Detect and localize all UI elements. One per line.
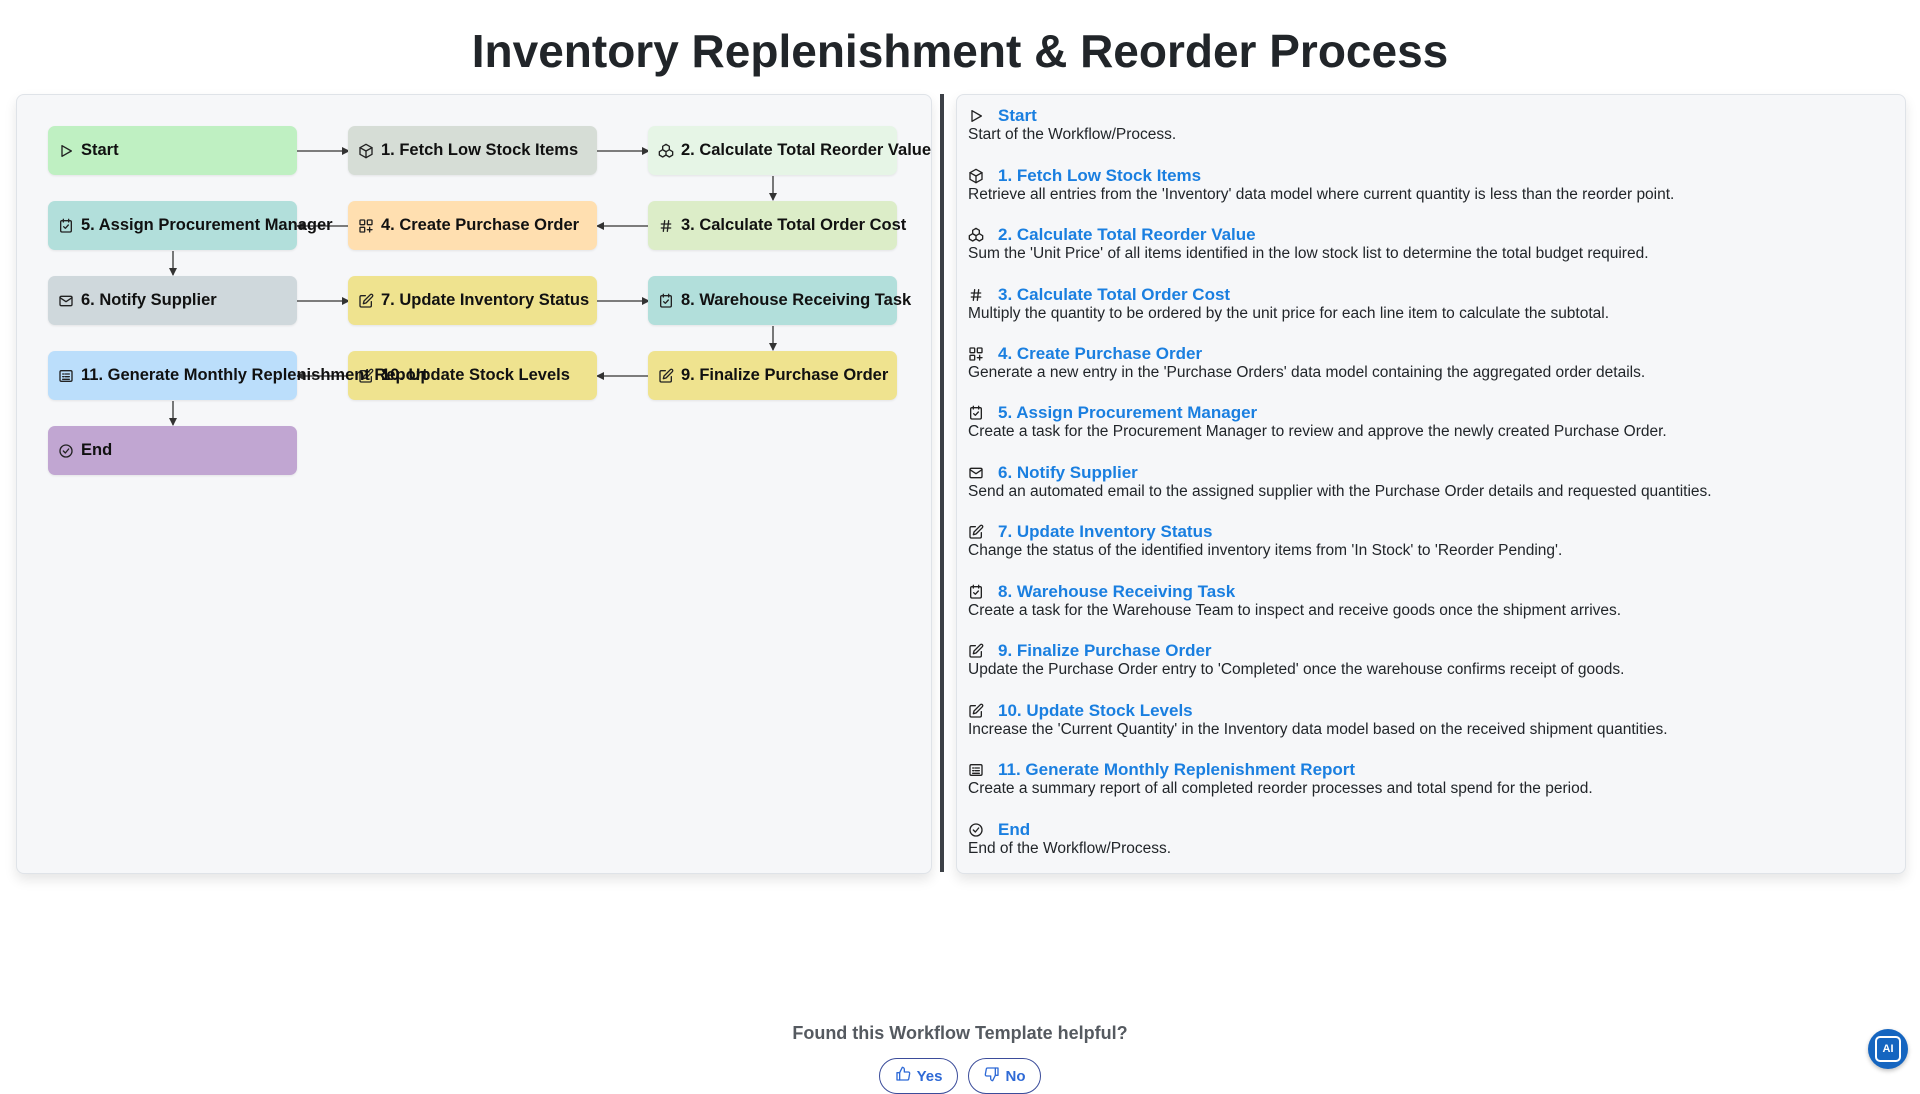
step-description: Sum the 'Unit Price' of all items identi… bbox=[968, 245, 1649, 262]
feedback-yes-button[interactable]: Yes bbox=[879, 1058, 958, 1094]
step-description: Create a summary report of all completed… bbox=[968, 780, 1593, 797]
step-title[interactable]: 6. Notify Supplier bbox=[998, 463, 1138, 482]
step-description: Multiply the quantity to be ordered by t… bbox=[968, 305, 1610, 322]
box-icon bbox=[358, 143, 374, 159]
flow-node-calc-reorder-value[interactable]: 2. Calculate Total Reorder Value bbox=[648, 126, 931, 175]
task-check-icon bbox=[58, 218, 74, 234]
hash-icon bbox=[658, 218, 674, 234]
step-title[interactable]: 7. Update Inventory Status bbox=[998, 522, 1213, 541]
feedback-question: Found this Workflow Template helpful? bbox=[792, 1023, 1128, 1043]
play-icon bbox=[968, 108, 984, 124]
feedback-yes-label: Yes bbox=[916, 1067, 943, 1085]
step-item: End End of the Workflow/Process. bbox=[968, 819, 1888, 858]
step-description: Retrieve all entries from the 'Inventory… bbox=[968, 186, 1675, 203]
flow-connectors bbox=[169, 147, 777, 426]
step-title[interactable]: 3. Calculate Total Order Cost bbox=[998, 285, 1231, 304]
play-icon bbox=[58, 143, 74, 159]
step-title[interactable]: 4. Create Purchase Order bbox=[998, 344, 1203, 363]
step-item: 2. Calculate Total Reorder Value Sum the… bbox=[968, 224, 1888, 263]
step-item: 7. Update Inventory Status Change the st… bbox=[968, 521, 1888, 560]
thumbs-up-icon bbox=[895, 1066, 911, 1086]
grid-plus-icon bbox=[968, 346, 984, 362]
edit-icon bbox=[358, 293, 374, 309]
step-title[interactable]: Start bbox=[998, 106, 1037, 125]
step-item: 9. Finalize Purchase Order Update the Pu… bbox=[968, 640, 1888, 679]
check-circle-icon bbox=[58, 443, 74, 459]
flow-node-finalize-po[interactable]: 9. Finalize Purchase Order bbox=[648, 351, 897, 400]
mail-icon bbox=[58, 293, 74, 309]
step-description: Start of the Workflow/Process. bbox=[968, 126, 1177, 143]
edit-icon bbox=[968, 703, 984, 719]
cubes-icon bbox=[968, 227, 984, 243]
step-title[interactable]: 2. Calculate Total Reorder Value bbox=[998, 225, 1256, 244]
task-check-icon bbox=[968, 584, 984, 600]
step-title[interactable]: End bbox=[998, 820, 1031, 839]
flow-node-assign-manager[interactable]: 5. Assign Procurement Manager bbox=[48, 201, 333, 250]
step-title[interactable]: 9. Finalize Purchase Order bbox=[998, 641, 1212, 660]
step-description: Update the Purchase Order entry to 'Comp… bbox=[968, 661, 1625, 678]
feedback-no-label: No bbox=[1005, 1067, 1026, 1085]
panel-divider[interactable] bbox=[940, 94, 944, 872]
step-title[interactable]: 1. Fetch Low Stock Items bbox=[998, 166, 1202, 185]
edit-icon bbox=[968, 524, 984, 540]
ai-assistant-button[interactable]: AI bbox=[1868, 1029, 1908, 1069]
step-item: 11. Generate Monthly Replenishment Repor… bbox=[968, 759, 1888, 798]
edit-icon bbox=[658, 368, 674, 384]
flowchart-panel: Start 1. Fetch Low Stock Items 2. Calcul… bbox=[16, 94, 932, 874]
step-item: 6. Notify Supplier Send an automated ema… bbox=[968, 462, 1888, 501]
thumbs-down-icon bbox=[984, 1066, 1000, 1086]
page-title: Inventory Replenishment & Reorder Proces… bbox=[471, 25, 1449, 77]
step-description: Generate a new entry in the 'Purchase Or… bbox=[968, 364, 1646, 381]
mail-icon bbox=[968, 465, 984, 481]
step-item: 10. Update Stock Levels Increase the 'Cu… bbox=[968, 700, 1888, 739]
chip-icon: AI bbox=[1875, 1036, 1901, 1062]
step-item: 3. Calculate Total Order Cost Multiply t… bbox=[968, 284, 1888, 323]
report-icon bbox=[968, 762, 984, 778]
flow-node-warehouse-task[interactable]: 8. Warehouse Receiving Task bbox=[648, 276, 911, 325]
step-description: Create a task for the Procurement Manage… bbox=[968, 423, 1667, 440]
task-check-icon bbox=[968, 405, 984, 421]
report-icon bbox=[58, 368, 74, 384]
flow-node-monthly-report[interactable]: 11. Generate Monthly Replenishment Repor… bbox=[48, 351, 428, 400]
flow-node-update-inventory-status[interactable]: 7. Update Inventory Status bbox=[348, 276, 597, 325]
flow-node-fetch-low-stock[interactable]: 1. Fetch Low Stock Items bbox=[348, 126, 597, 175]
flow-node-start[interactable]: Start bbox=[48, 126, 297, 175]
edit-icon bbox=[968, 643, 984, 659]
step-title[interactable]: 10. Update Stock Levels bbox=[998, 701, 1193, 720]
hash-icon bbox=[968, 287, 984, 303]
flow-node-update-stock-levels[interactable]: 10. Update Stock Levels bbox=[348, 351, 597, 400]
box-icon bbox=[968, 168, 984, 184]
step-description: End of the Workflow/Process. bbox=[968, 840, 1172, 857]
flow-node-create-po[interactable]: 4. Create Purchase Order bbox=[348, 201, 597, 250]
edit-icon bbox=[358, 368, 374, 384]
step-description: Increase the 'Current Quantity' in the I… bbox=[968, 721, 1668, 738]
step-description: Create a task for the Warehouse Team to … bbox=[968, 602, 1622, 619]
flow-node-notify-supplier[interactable]: 6. Notify Supplier bbox=[48, 276, 297, 325]
feedback-no-button[interactable]: No bbox=[968, 1058, 1041, 1094]
cubes-icon bbox=[658, 143, 674, 159]
check-circle-icon bbox=[968, 822, 984, 838]
step-item: 8. Warehouse Receiving Task Create a tas… bbox=[968, 581, 1888, 620]
step-title[interactable]: 5. Assign Procurement Manager bbox=[998, 403, 1258, 422]
step-description: Change the status of the identified inve… bbox=[968, 542, 1563, 559]
task-check-icon bbox=[658, 293, 674, 309]
flow-node-calc-order-cost[interactable]: 3. Calculate Total Order Cost bbox=[648, 201, 906, 250]
step-item: 4. Create Purchase Order Generate a new … bbox=[968, 343, 1888, 382]
grid-plus-icon bbox=[358, 218, 374, 234]
step-description: Send an automated email to the assigned … bbox=[968, 483, 1712, 500]
flow-node-end[interactable]: End bbox=[48, 426, 297, 475]
steps-panel: Start Start of the Workflow/Process. 1. … bbox=[956, 94, 1906, 874]
step-title[interactable]: 11. Generate Monthly Replenishment Repor… bbox=[998, 760, 1356, 779]
step-item: 1. Fetch Low Stock Items Retrieve all en… bbox=[968, 165, 1888, 204]
step-item: Start Start of the Workflow/Process. bbox=[968, 105, 1888, 144]
step-title[interactable]: 8. Warehouse Receiving Task bbox=[998, 582, 1236, 601]
step-item: 5. Assign Procurement Manager Create a t… bbox=[968, 402, 1888, 441]
